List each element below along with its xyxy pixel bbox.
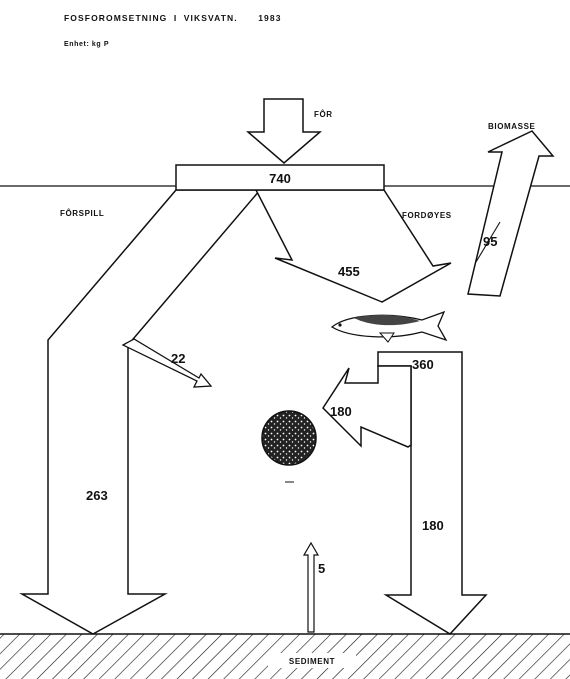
- feed-label: FÔR: [314, 110, 333, 119]
- sediment-label-bg: [268, 653, 356, 668]
- biomass-label: BIOMASSE: [488, 122, 536, 131]
- fish-to-water-arrow: [322, 365, 412, 448]
- waste-to-water-value: 22: [171, 351, 185, 366]
- waste-to-sediment-arrow: [19, 189, 262, 635]
- particle-icon: [261, 410, 317, 466]
- unit-label: Enhet: kg P: [64, 41, 110, 48]
- biomass-value-leader: [475, 221, 501, 263]
- total-feed-box: [175, 164, 385, 191]
- fish-icon: [330, 310, 448, 343]
- digested-value: 455: [338, 264, 360, 279]
- digested-arrow: [254, 189, 452, 303]
- biomass-arrow: [467, 130, 555, 297]
- waste-label: FÔRSPILL: [60, 209, 104, 218]
- title-text: FOSFOROMSETNING I VIKSVATN.: [64, 13, 238, 23]
- sediment-release-arrow: [302, 541, 320, 633]
- waste-to-sediment-value: 263: [86, 488, 108, 503]
- fish-to-sediment-value: 180: [422, 518, 444, 533]
- title-year: 1983: [258, 13, 282, 23]
- sediment-release-value: 5: [318, 561, 325, 576]
- feed-arrow: [245, 98, 323, 164]
- total-feed-value: 740: [269, 171, 291, 186]
- sediment-label: SEDIMENT: [289, 657, 335, 666]
- fish-to-water-value: 180: [330, 404, 352, 419]
- eaten-label: FORDØYES: [402, 211, 452, 220]
- diagram-title: FOSFOROMSETNING I VIKSVATN. 1983: [64, 13, 282, 23]
- waste-to-water-arrow: [121, 338, 213, 388]
- fish-output-value: 360: [412, 357, 434, 372]
